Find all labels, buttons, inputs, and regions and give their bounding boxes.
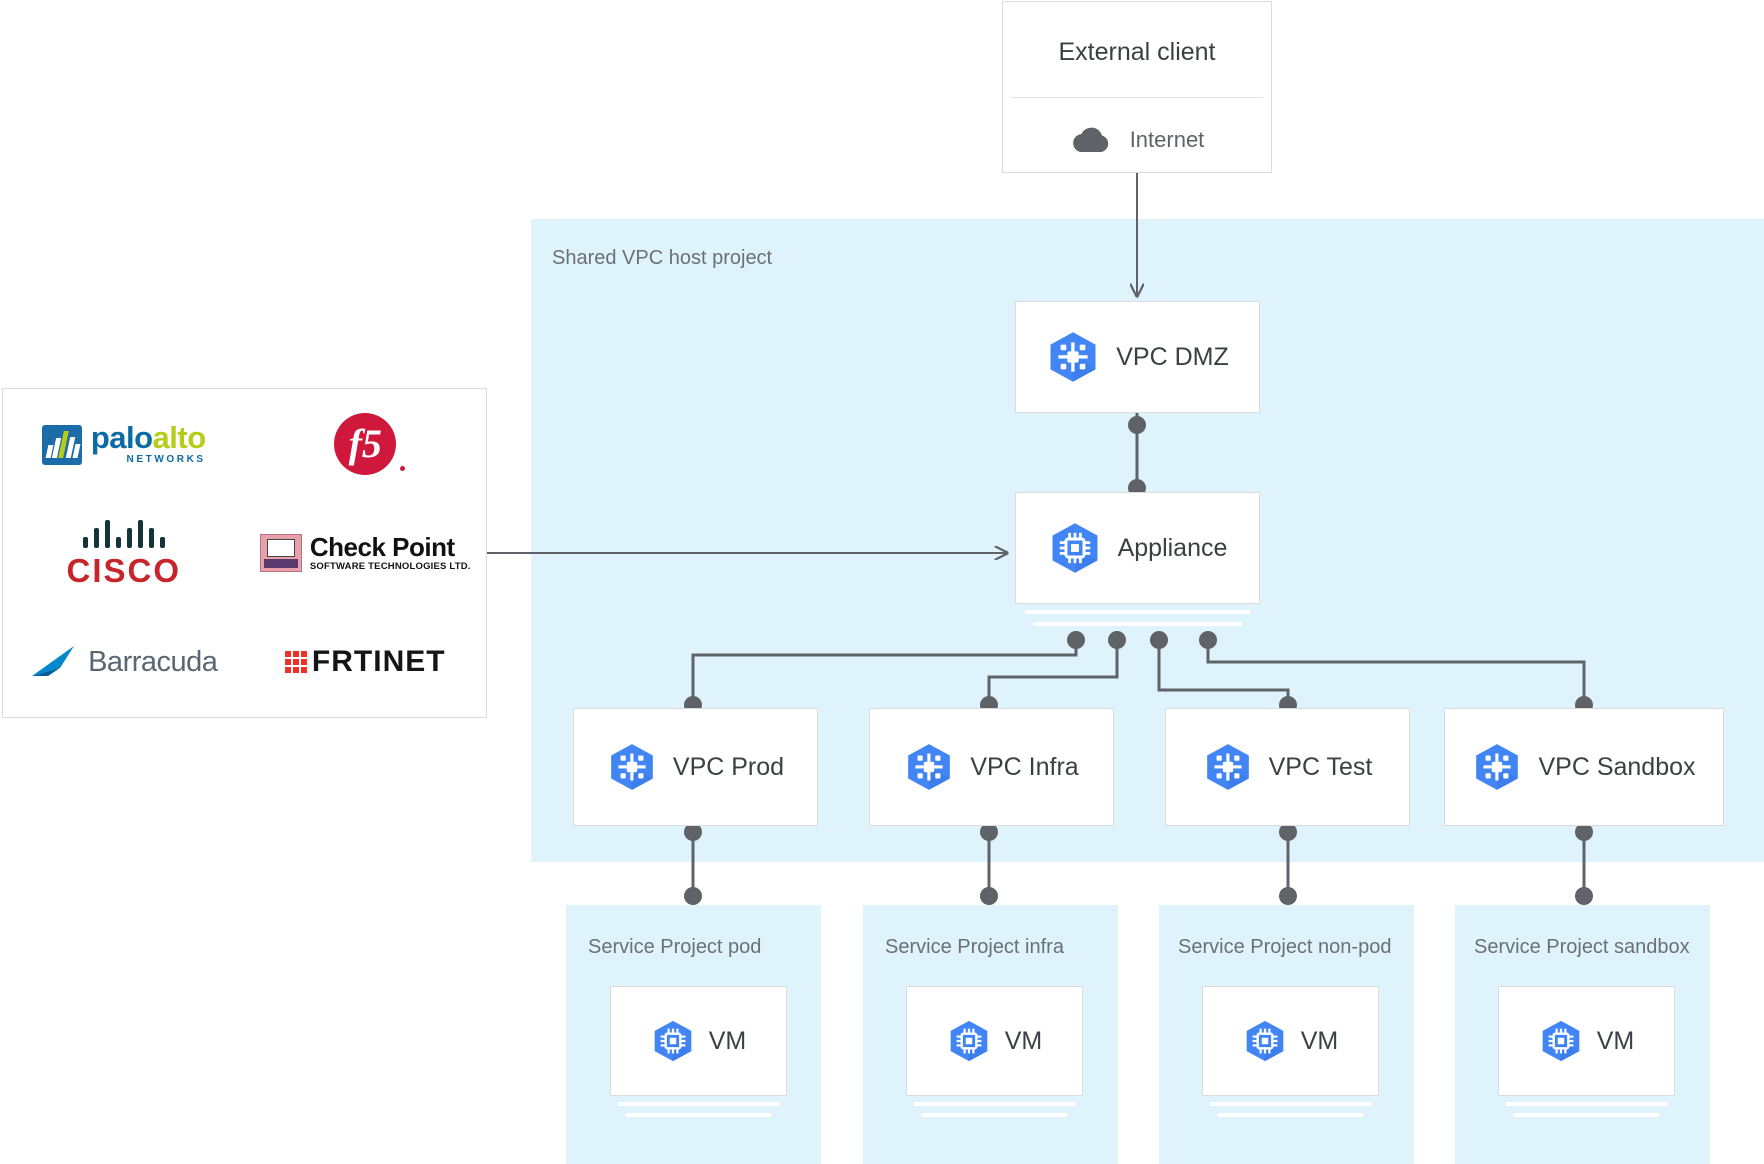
cisco-bars-icon xyxy=(66,516,181,548)
appliance-box[interactable]: Appliance xyxy=(1015,492,1260,604)
external-client-box[interactable]: External client Internet xyxy=(1002,1,1272,173)
vm-label-sandbox: VM xyxy=(1596,1026,1635,1055)
vendor-logo-f5: f5 xyxy=(245,389,487,498)
vm-stack-line xyxy=(922,1113,1067,1117)
cisco-wordmark: CISCO xyxy=(66,551,181,589)
vendor-logo-fortinet: FRTINET xyxy=(245,608,487,717)
vpc-prod-label: VPC Prod xyxy=(672,752,785,781)
vendor-logo-palo-alto: paloalto NETWORKS xyxy=(3,389,245,498)
vpc-network-icon xyxy=(1203,742,1253,792)
service-project-sandbox-label: Service Project sandbox xyxy=(1474,936,1690,958)
appliance-label: Appliance xyxy=(1117,533,1228,562)
check-point-wordmark: Check Point xyxy=(309,532,455,563)
vendor-logo-cisco: CISCO xyxy=(3,498,245,607)
shared-vpc-host-project-label: Shared VPC host project xyxy=(552,247,773,269)
vm-chip-icon xyxy=(1539,1019,1583,1063)
vendor-logo-barracuda: Barracuda xyxy=(3,608,245,717)
vm-stack-line xyxy=(1218,1113,1363,1117)
vm-stack-line xyxy=(1506,1102,1667,1106)
service-project-pod-label: Service Project pod xyxy=(588,936,762,958)
vendor-logo-check-point: Check Point SOFTWARE TECHNOLOGIES LTD. xyxy=(245,498,487,607)
vpc-node-box-sandbox[interactable]: VPC Sandbox xyxy=(1444,708,1724,826)
fortinet-wordmark: FRTINET xyxy=(311,645,446,679)
palo-alto-word-a: palo xyxy=(90,420,153,456)
vpc-network-icon xyxy=(1472,742,1522,792)
divider xyxy=(1011,97,1263,98)
vm-box-infra[interactable]: VM xyxy=(906,986,1083,1096)
palo-alto-mark-icon xyxy=(41,425,82,466)
vpc-dmz-box[interactable]: VPC DMZ xyxy=(1015,301,1260,413)
palo-alto-subtitle: NETWORKS xyxy=(126,454,206,466)
vm-box-pod[interactable]: VM xyxy=(610,986,787,1096)
vm-box-sandbox[interactable]: VM xyxy=(1498,986,1675,1096)
vpc-sandbox-label: VPC Sandbox xyxy=(1538,752,1696,781)
service-project-non-pod-label: Service Project non-pod xyxy=(1178,936,1392,958)
check-point-mark-icon xyxy=(259,533,302,572)
internet-row: Internet xyxy=(1070,126,1205,154)
vpc-node-box-test[interactable]: VPC Test xyxy=(1165,708,1410,826)
vm-label-non-pod: VM xyxy=(1300,1026,1339,1055)
vm-chip-icon xyxy=(947,1019,991,1063)
f5-mark-icon: f5 xyxy=(334,412,406,475)
appliance-stack-line xyxy=(1033,622,1242,626)
barracuda-mark-icon xyxy=(30,642,78,682)
vm-chip-icon xyxy=(651,1019,695,1063)
external-client-title: External client xyxy=(1058,38,1216,66)
check-point-subtitle: SOFTWARE TECHNOLOGIES LTD. xyxy=(309,561,471,573)
appliance-stack-line xyxy=(1025,610,1250,614)
vm-label-pod: VM xyxy=(708,1026,747,1055)
palo-alto-word-b: alto xyxy=(152,420,207,456)
vpc-node-box-prod[interactable]: VPC Prod xyxy=(573,708,818,826)
vm-stack-line xyxy=(1210,1102,1371,1106)
appliance-chip-icon xyxy=(1048,521,1102,575)
vpc-dmz-label: VPC DMZ xyxy=(1116,342,1229,371)
vm-stack-line xyxy=(914,1102,1075,1106)
vm-box-non-pod[interactable]: VM xyxy=(1202,986,1379,1096)
vm-stack-line xyxy=(618,1102,779,1106)
service-project-infra-label: Service Project infra xyxy=(885,936,1064,958)
vpc-network-icon xyxy=(904,742,954,792)
vpc-infra-label: VPC Infra xyxy=(970,752,1079,781)
vpc-node-box-infra[interactable]: VPC Infra xyxy=(869,708,1114,826)
vpc-test-label: VPC Test xyxy=(1268,752,1373,781)
barracuda-wordmark: Barracuda xyxy=(88,645,218,678)
internet-label: Internet xyxy=(1129,127,1205,152)
vm-stack-line xyxy=(1514,1113,1659,1117)
appliance-vendor-panel: paloalto NETWORKS f5 CISCO xyxy=(2,388,487,718)
vpc-network-icon xyxy=(1046,330,1100,384)
vm-stack-line xyxy=(626,1113,771,1117)
vpc-network-icon xyxy=(607,742,657,792)
vm-chip-icon xyxy=(1243,1019,1287,1063)
cloud-icon xyxy=(1070,126,1112,154)
fortinet-mark-icon xyxy=(284,651,307,674)
vm-label-infra: VM xyxy=(1004,1026,1043,1055)
